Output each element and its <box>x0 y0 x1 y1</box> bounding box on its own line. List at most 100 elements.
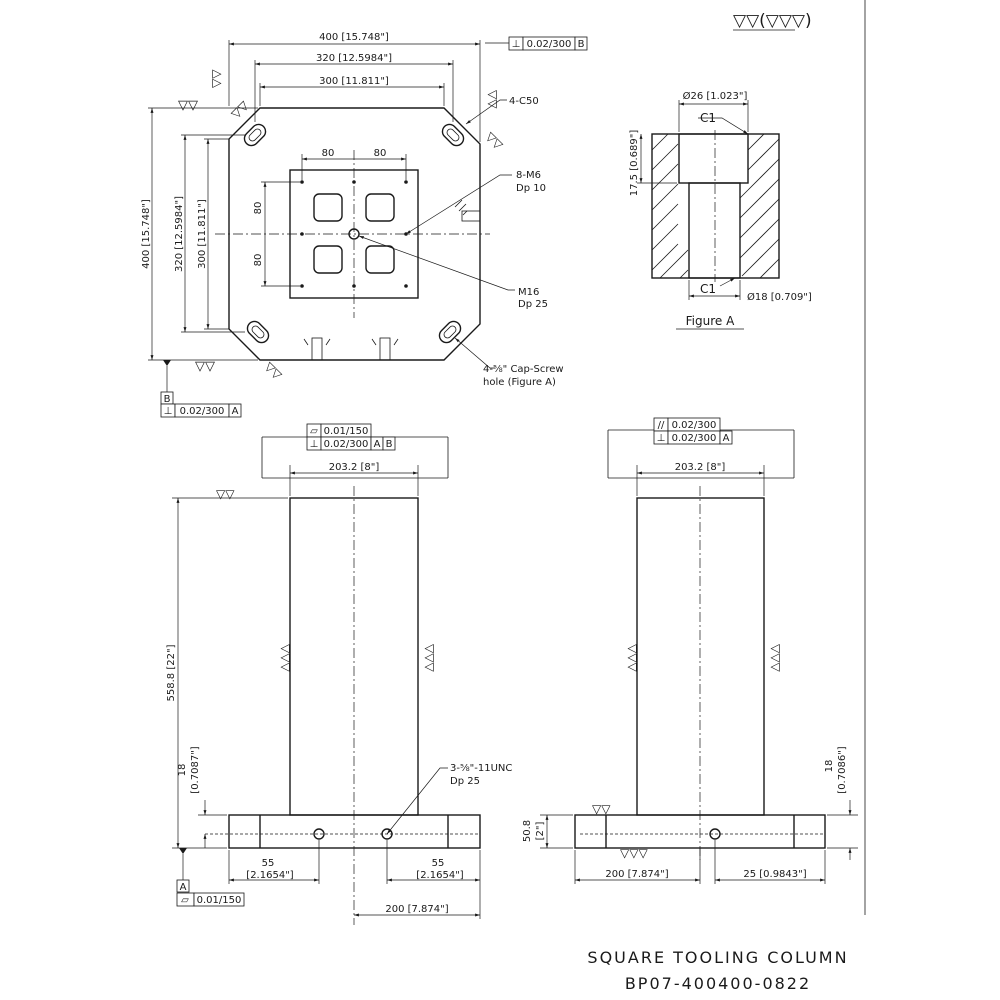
side-dim-200: 200 [7.874"] <box>605 869 668 880</box>
finish-mark: ▽▽▽ <box>423 644 437 672</box>
m6-callout-line2: Dp 10 <box>516 183 546 194</box>
side-column-body <box>636 497 765 816</box>
finish-mark: ▽▽▽ <box>626 644 640 672</box>
front-height-dim: 558.8 [22"] <box>166 644 177 701</box>
dim-320-horizontal: 320 [12.5984"] <box>316 53 392 64</box>
surface-finish-symbol: ▽▽(▽▽▽) <box>733 11 812 31</box>
finish-mark: ▽▽ <box>195 359 215 374</box>
front-width-dim: 203.2 [8"] <box>329 462 380 473</box>
dim-300-horizontal: 300 [11.811"] <box>319 76 389 87</box>
m16-callout-line1: M16 <box>518 287 539 298</box>
svg-text:0.02/300: 0.02/300 <box>324 439 369 450</box>
fcf-front-flatness: ▱ 0.01/150 <box>306 423 372 438</box>
c1-top-callout: C1 <box>700 111 716 125</box>
fcf-side-perpendicularity: ⊥ 0.02/300 A <box>653 430 733 445</box>
dim-55-right: 55 <box>432 858 445 869</box>
capscrew-callout-line2: hole (Figure A) <box>483 377 556 388</box>
svg-text:A: A <box>374 439 381 450</box>
base-flange <box>228 814 481 849</box>
dim-80-top-left: 80 <box>322 148 335 159</box>
pocket <box>313 193 343 222</box>
side-dim-25: 25 [0.9843"] <box>743 869 806 880</box>
section-outline <box>651 133 780 279</box>
dim-320-vertical: 320 [12.5984"] <box>174 196 185 272</box>
dim-300-vertical: 300 [11.811"] <box>197 199 208 269</box>
dim-80-top-right: 80 <box>374 148 387 159</box>
finish-mark: ▽▽▽ <box>279 644 293 672</box>
side-dim-50-8-inch: [2"] <box>535 822 546 841</box>
bottom-tapped-hole <box>303 337 399 361</box>
front-dim-200: 200 [7.874"] <box>385 904 448 915</box>
base-plate-outline <box>228 107 481 361</box>
m16-center-hole <box>348 228 360 240</box>
svg-text:0.02/300: 0.02/300 <box>672 420 717 431</box>
svg-text:▱: ▱ <box>181 895 189 906</box>
m6-callout-line1: 8-M6 <box>516 170 541 181</box>
side-view: 203.2 [8"] // 0.02/300 ⊥ 0.02/300 A ▽▽▽ … <box>522 417 858 884</box>
svg-text:B: B <box>164 394 171 405</box>
capscrew-callout-line1: 4-⅝" Cap-Screw <box>483 364 564 375</box>
svg-text:⊥: ⊥ <box>164 406 173 417</box>
hatching <box>651 133 780 279</box>
front-view: 203.2 [8"] ▱ 0.01/150 ⊥ 0.02/300 A B 558… <box>166 423 512 925</box>
svg-text:0.01/150: 0.01/150 <box>197 895 242 906</box>
finish-mark: ▽▽ <box>178 98 198 113</box>
side-width-dim: 203.2 [8"] <box>675 462 726 473</box>
side-tapped-hole <box>454 199 481 222</box>
finish-mark: ▽▽ <box>592 802 611 816</box>
finish-mark: ▽▽ <box>483 129 506 152</box>
svg-text:B: B <box>578 39 585 50</box>
datum-a: A ▱ 0.01/150 <box>176 848 245 907</box>
side-flange-18-dim: 18 <box>824 760 835 773</box>
svg-text:▱: ▱ <box>310 426 318 437</box>
finish-mark: ▽▽ <box>262 359 285 382</box>
dia-26-dim: Ø26 [1.023"] <box>683 90 748 102</box>
fcf-side-parallelism: // 0.02/300 <box>653 417 721 432</box>
through-hole <box>688 182 741 279</box>
front-flange-18-dim: 18 <box>177 764 188 777</box>
tap-callout-line1: 3-⅝"-11UNC <box>450 763 512 774</box>
finish-mark: ▽▽ <box>216 487 235 501</box>
counterbore <box>678 133 749 184</box>
svg-text://: // <box>658 420 665 431</box>
c1-bottom-callout: C1 <box>700 282 716 296</box>
svg-text:0.02/300: 0.02/300 <box>527 39 572 50</box>
dim-400-horizontal: 400 [15.748"] <box>319 32 389 43</box>
datum-b: B ⊥ 0.02/300 A <box>160 360 242 418</box>
svg-text:A: A <box>232 406 239 417</box>
dim-80-left-upper: 80 <box>253 202 264 215</box>
corner-slot <box>246 320 270 344</box>
dim-55-left-inch: [2.1654"] <box>246 870 293 881</box>
fcf-top-perpendicularity: ⊥ 0.02/300 B <box>485 36 588 51</box>
corner-slot <box>438 320 462 344</box>
svg-text:0.02/300: 0.02/300 <box>672 433 717 444</box>
corner-slot <box>243 123 267 147</box>
svg-text:⊥: ⊥ <box>657 433 666 444</box>
tap-callout-line2: Dp 25 <box>450 776 480 787</box>
m16-callout-line2: Dp 25 <box>518 299 548 310</box>
finish-mark: ▽▽▽ <box>769 644 783 672</box>
fcf-front-perpendicularity: ⊥ 0.02/300 A B <box>306 436 396 451</box>
dim-80-left-lower: 80 <box>253 254 264 267</box>
top-view: 400 [15.748"] 320 [12.5984"] 300 [11.811… <box>141 32 588 418</box>
dim-55-left: 55 <box>262 858 275 869</box>
depth-17-5-dim: 17.5 [0.689"] <box>629 130 640 197</box>
svg-text:A: A <box>180 882 187 893</box>
dim-400-vertical: 400 [15.748"] <box>141 199 152 269</box>
finish-mark: ▽▽ <box>228 98 251 121</box>
svg-text:⊥: ⊥ <box>310 439 319 450</box>
side-dim-50-8: 50.8 <box>522 820 533 842</box>
finish-mark: ▽▽ <box>209 69 223 88</box>
svg-text:0.01/150: 0.01/150 <box>324 426 369 437</box>
svg-text:B: B <box>386 439 393 450</box>
dia-18-dim: Ø18 [0.709"] <box>747 291 812 303</box>
dim-55-right-inch: [2.1654"] <box>416 870 463 881</box>
chamfer-callout: 4-C50 <box>509 96 539 107</box>
figure-a-caption: Figure A <box>686 314 735 328</box>
pocket <box>365 193 395 222</box>
svg-text:⊥: ⊥ <box>512 39 521 50</box>
pocket <box>313 245 343 274</box>
svg-text:A: A <box>723 433 730 444</box>
